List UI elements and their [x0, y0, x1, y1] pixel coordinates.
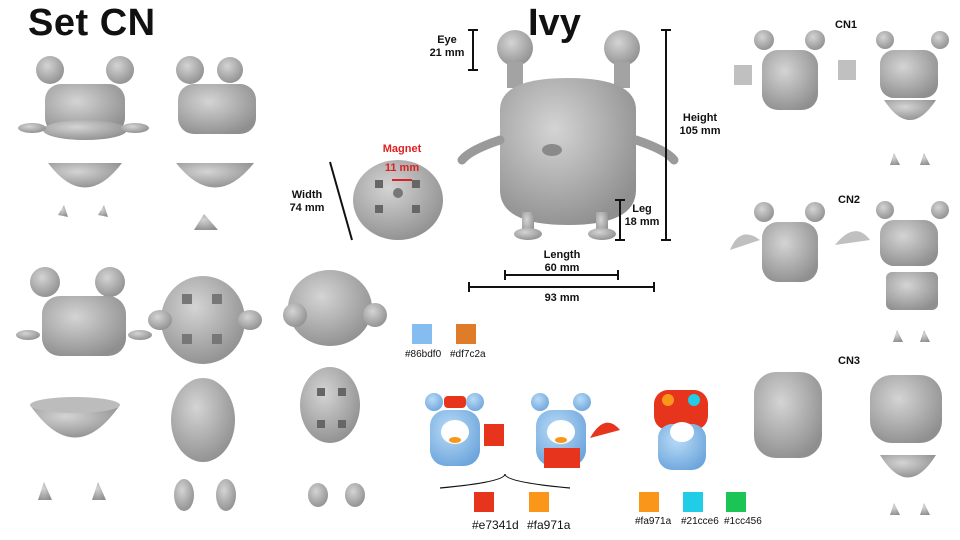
- palette-bracket: [439, 473, 571, 489]
- length-dimension: Length 60 mm: [534, 249, 590, 275]
- bottom-view-model: [148, 276, 262, 511]
- hex-e7341d: #e7341d: [472, 518, 519, 532]
- back-view-model: [176, 56, 256, 230]
- magnet-dimension: Magnet 11 mm: [374, 143, 430, 175]
- variant-label-cn2: CN2: [838, 194, 861, 206]
- top-view-model: [283, 270, 387, 507]
- assembled-front-model: [16, 267, 152, 500]
- width-label: Width: [291, 189, 323, 201]
- cn3-models: [754, 372, 942, 515]
- width-dimension-line: [329, 161, 353, 241]
- leg-label: Leg: [632, 203, 652, 215]
- illustration-cn1-colored: [425, 393, 504, 466]
- cn2-models: [730, 201, 949, 342]
- swatch-86bdf0: [412, 324, 432, 344]
- width-dimension: Width 74 mm: [284, 189, 330, 215]
- magnet-value: 11 mm: [384, 162, 420, 174]
- hex-21cce6: #21cce6: [681, 516, 719, 527]
- cn1-models: [734, 30, 949, 165]
- height-label: Height: [682, 112, 718, 124]
- hex-df7c2a: #df7c2a: [450, 349, 486, 360]
- height-value: 105 mm: [679, 125, 721, 137]
- character-name: Ivy: [528, 2, 581, 44]
- swatch-e7341d: [474, 492, 494, 512]
- swatch-fa971a-right: [639, 492, 659, 512]
- length-value: 60 mm: [544, 262, 580, 274]
- eye-label: Eye: [437, 34, 457, 46]
- magnet-label: Magnet: [382, 143, 422, 155]
- total-length-value: 93 mm: [544, 292, 580, 304]
- leg-dimension: Leg 18 mm: [620, 203, 664, 229]
- variant-label-cn3: CN3: [838, 355, 861, 367]
- swatch-fa971a-left: [529, 492, 549, 512]
- hex-86bdf0: #86bdf0: [405, 349, 442, 360]
- front-view-model: [18, 56, 149, 217]
- page-title: Set CN: [28, 2, 156, 44]
- height-dimension: Height 105 mm: [674, 112, 726, 138]
- ivy-main-model: [457, 30, 679, 240]
- variant-label-cn1: CN1: [835, 19, 858, 31]
- ivy-dimension-lines: [468, 29, 671, 292]
- hex-1cc456: #1cc456: [724, 516, 762, 527]
- length-label: Length: [543, 249, 581, 261]
- eye-value: 21 mm: [429, 47, 465, 59]
- illustration-cn2-colored: [531, 393, 620, 468]
- swatch-1cc456: [726, 492, 746, 512]
- illustration-cn3-colored: [654, 390, 708, 470]
- hex-fa971a-right: #fa971a: [635, 516, 672, 527]
- leg-value: 18 mm: [624, 216, 660, 228]
- magnet-base-model: [353, 160, 443, 240]
- swatch-21cce6: [683, 492, 703, 512]
- swatch-df7c2a: [456, 324, 476, 344]
- hex-fa971a-left: #fa971a: [527, 518, 571, 532]
- eye-dimension: Eye 21 mm: [422, 34, 472, 60]
- width-value: 74 mm: [289, 202, 325, 214]
